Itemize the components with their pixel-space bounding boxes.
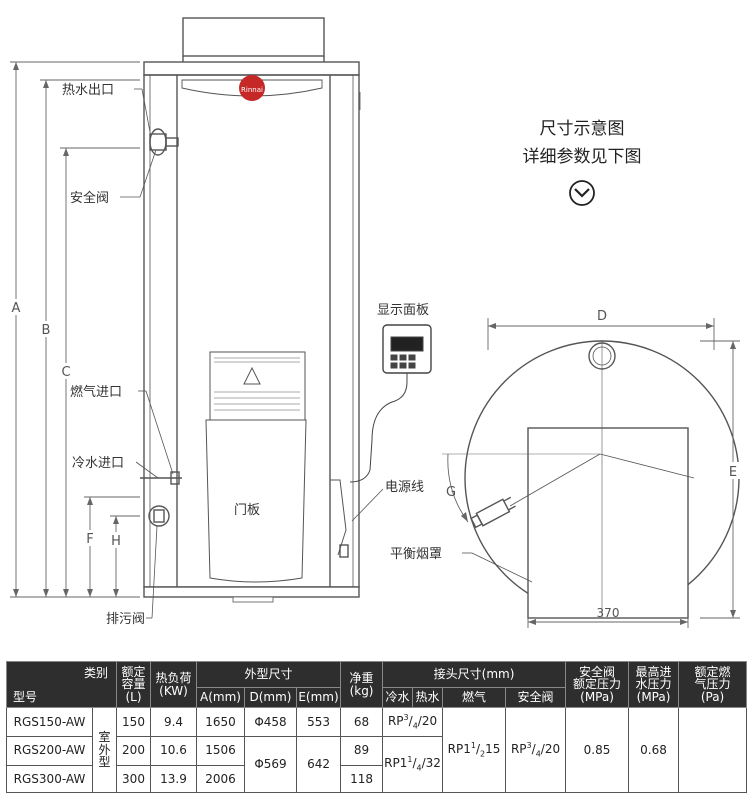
dimension-diagram: Rinnai [9, 17, 741, 628]
gas-pressure-header: 额定燃 气压力 (Pa) [678, 660, 748, 709]
model-label: 型号 [13, 689, 38, 704]
hot-water-header: 热水 [412, 687, 444, 709]
a-header: A(mm) [196, 687, 245, 709]
gas-inlet-label: 燃气进口 [70, 384, 122, 400]
heat-load-cell: 10.6 [150, 735, 197, 766]
safety-conn-cell: RP3/4/20 [505, 707, 567, 793]
a-cell: 1650 [196, 707, 245, 737]
d-cell: Φ569 [244, 735, 297, 794]
table-row: RGS200-AW 200 10.6 1506 Φ569 642 89 RP11… [6, 735, 747, 794]
capacity-cell: 300 [116, 764, 151, 794]
dim-b-letter: B [42, 323, 51, 338]
spec-corner-header: 类别 型号 [6, 660, 117, 709]
d-cell: Φ458 [244, 707, 297, 737]
max-inlet-pressure-header: 最高进 水压力 (MPa) [628, 660, 680, 709]
table-row: RGS300-AW 300 13.9 2006 118 [6, 764, 747, 794]
dimension-letters-front: A B C F H [9, 299, 123, 549]
dim-g-letter: G [446, 485, 456, 500]
e-header: E(mm) [295, 687, 342, 709]
dimension-arrows [13, 62, 119, 597]
brand-logo [239, 75, 265, 101]
hot-water-outlet-label: 热水出口 [62, 83, 114, 98]
weight-cell: 68 [340, 707, 384, 737]
model-cell: RGS200-AW [6, 735, 93, 766]
category-label: 类别 [83, 666, 108, 680]
dimension-lines-front [10, 61, 140, 598]
heat-load-cell: 9.4 [150, 707, 197, 737]
dim-d-letter: D [597, 309, 607, 324]
weight-cell: 118 [340, 764, 384, 794]
connections-header: 接头尺寸(mm) [382, 660, 567, 689]
dim-e-letter: E [729, 465, 737, 480]
safety-pressure-cell: 0.85 [565, 707, 630, 793]
depth-value: 370 [597, 606, 620, 620]
cold-water-inlet-label: 冷水进口 [72, 456, 124, 471]
chevron-down-circle-icon [569, 180, 595, 206]
net-weight-header: 净重 (kg) [340, 660, 384, 709]
weight-cell: 89 [340, 735, 384, 766]
safety-pressure-header: 安全阀 额定压力 (MPa) [565, 660, 630, 709]
model-cell: RGS300-AW [6, 764, 93, 794]
safety-valve-header: 安全阀 [505, 687, 567, 709]
heat-load-cell: 13.9 [150, 764, 197, 794]
balanced-flue-label: 平衡烟罩 [390, 547, 442, 562]
power-cord-label: 电源线 [385, 480, 424, 495]
install-type-cell: 室 外 型 [92, 707, 117, 793]
dim-h-letter: H [111, 534, 121, 549]
table-row: RGS150-AW 室 外 型 150 9.4 1650 Φ458 553 68… [6, 707, 748, 793]
svg-text:Rinnai: Rinnai [241, 86, 263, 94]
dimension-arrows-side [461, 323, 736, 625]
water-conn-cell: RP11/4/32 [382, 735, 444, 794]
e-cell: 553 [295, 707, 342, 737]
door-panel-label: 门板 [234, 503, 260, 518]
capacity-cell: 200 [116, 735, 151, 766]
d-header: D(mm) [244, 687, 297, 709]
e-cell: 642 [295, 735, 342, 794]
capacity-cell: 150 [116, 707, 151, 737]
diagram-title: 尺寸示意图 [540, 119, 625, 139]
display-panel-device [349, 324, 432, 483]
display-panel-label: 显示面板 [377, 303, 429, 318]
outer-dims-header: 外型尺寸 [195, 660, 342, 689]
gas-header: 燃气 [442, 687, 507, 709]
a-cell: 1506 [196, 735, 245, 766]
drain-valve-label: 排污阀 [106, 612, 145, 627]
dim-c-letter: C [61, 365, 70, 380]
cold-water-header: 冷水 [382, 687, 414, 709]
gas-conn-cell: RP11/215 [442, 707, 507, 793]
dim-a-letter: A [12, 301, 21, 316]
max-inlet-pressure-cell: 0.68 [628, 707, 680, 793]
heater-front-view [140, 17, 361, 603]
spec-table: 类别 型号 额定 容量 (L) 热负荷 (KW) 外型尺寸 净重 (kg) 接头… [6, 660, 748, 794]
water-conn-cell: RP3/4/20 [382, 707, 444, 737]
leader-lines [120, 88, 533, 619]
a-cell: 2006 [196, 764, 245, 794]
heater-side-view [464, 340, 740, 619]
safety-valve-label: 安全阀 [70, 190, 109, 206]
model-cell: RGS150-AW [6, 707, 93, 737]
gas-pressure-cell [678, 707, 748, 793]
capacity-header: 额定 容量 (L) [116, 660, 151, 709]
diagram-subtitle: 详细参数见下图 [523, 147, 642, 167]
heat-load-header: 热负荷 (KW) [150, 660, 197, 709]
dim-f-letter: F [86, 532, 93, 547]
